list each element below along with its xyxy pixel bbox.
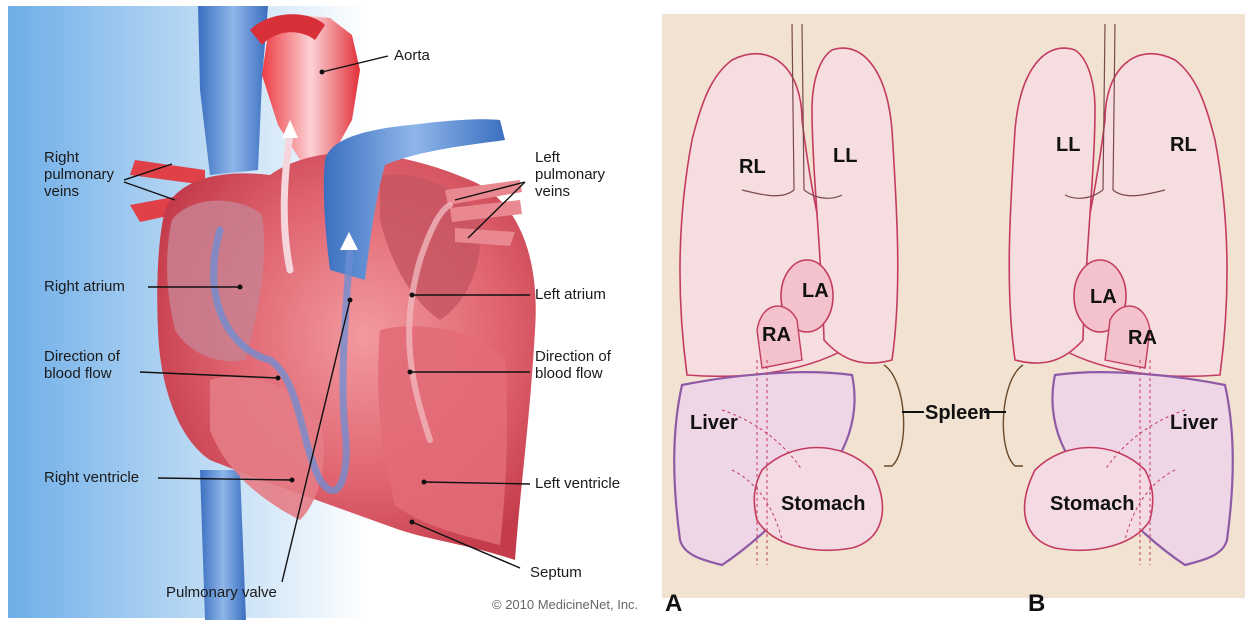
label-left-atrium: Left atrium — [535, 286, 606, 303]
heart-diagram-panel: Aorta Right pulmonary veins Left pulmona… — [0, 0, 660, 624]
panel-a-letter: A — [665, 590, 682, 618]
heart-illustration — [0, 0, 660, 624]
label-aorta: Aorta — [394, 47, 430, 64]
b-label-liver: Liver — [1170, 412, 1218, 435]
a-label-liver: Liver — [690, 412, 738, 435]
panel-b-drawing — [1003, 24, 1232, 565]
label-spleen: Spleen — [925, 402, 991, 425]
b-label-rl: RL — [1170, 134, 1197, 157]
a-label-ra: RA — [762, 324, 791, 347]
label-right-ventricle: Right ventricle — [44, 469, 139, 486]
situs-illustration — [662, 0, 1245, 624]
a-label-la: LA — [802, 280, 829, 303]
b-label-stomach: Stomach — [1050, 493, 1134, 516]
label-direction-blood-flow-right: Direction of blood flow — [44, 348, 120, 382]
label-septum: Septum — [530, 564, 582, 581]
a-label-ll: LL — [833, 145, 857, 168]
b-label-ll: LL — [1056, 134, 1080, 157]
label-left-ventricle: Left ventricle — [535, 475, 620, 492]
label-right-pulmonary-veins: Right pulmonary veins — [44, 149, 114, 200]
situs-diagram-panel: RL LL LA RA Liver Stomach Spleen LL RL L… — [662, 0, 1245, 624]
label-direction-blood-flow-left: Direction of blood flow — [535, 348, 611, 382]
b-label-la: LA — [1090, 286, 1117, 309]
label-right-atrium: Right atrium — [44, 278, 125, 295]
copyright-notice: © 2010 MedicineNet, Inc. — [492, 597, 638, 612]
a-label-rl: RL — [739, 156, 766, 179]
label-pulmonary-valve: Pulmonary valve — [166, 584, 277, 601]
b-label-ra: RA — [1128, 327, 1157, 350]
panel-a-drawing — [674, 24, 903, 565]
panel-b-letter: B — [1028, 590, 1045, 618]
a-label-stomach: Stomach — [781, 493, 865, 516]
label-left-pulmonary-veins: Left pulmonary veins — [535, 149, 605, 200]
